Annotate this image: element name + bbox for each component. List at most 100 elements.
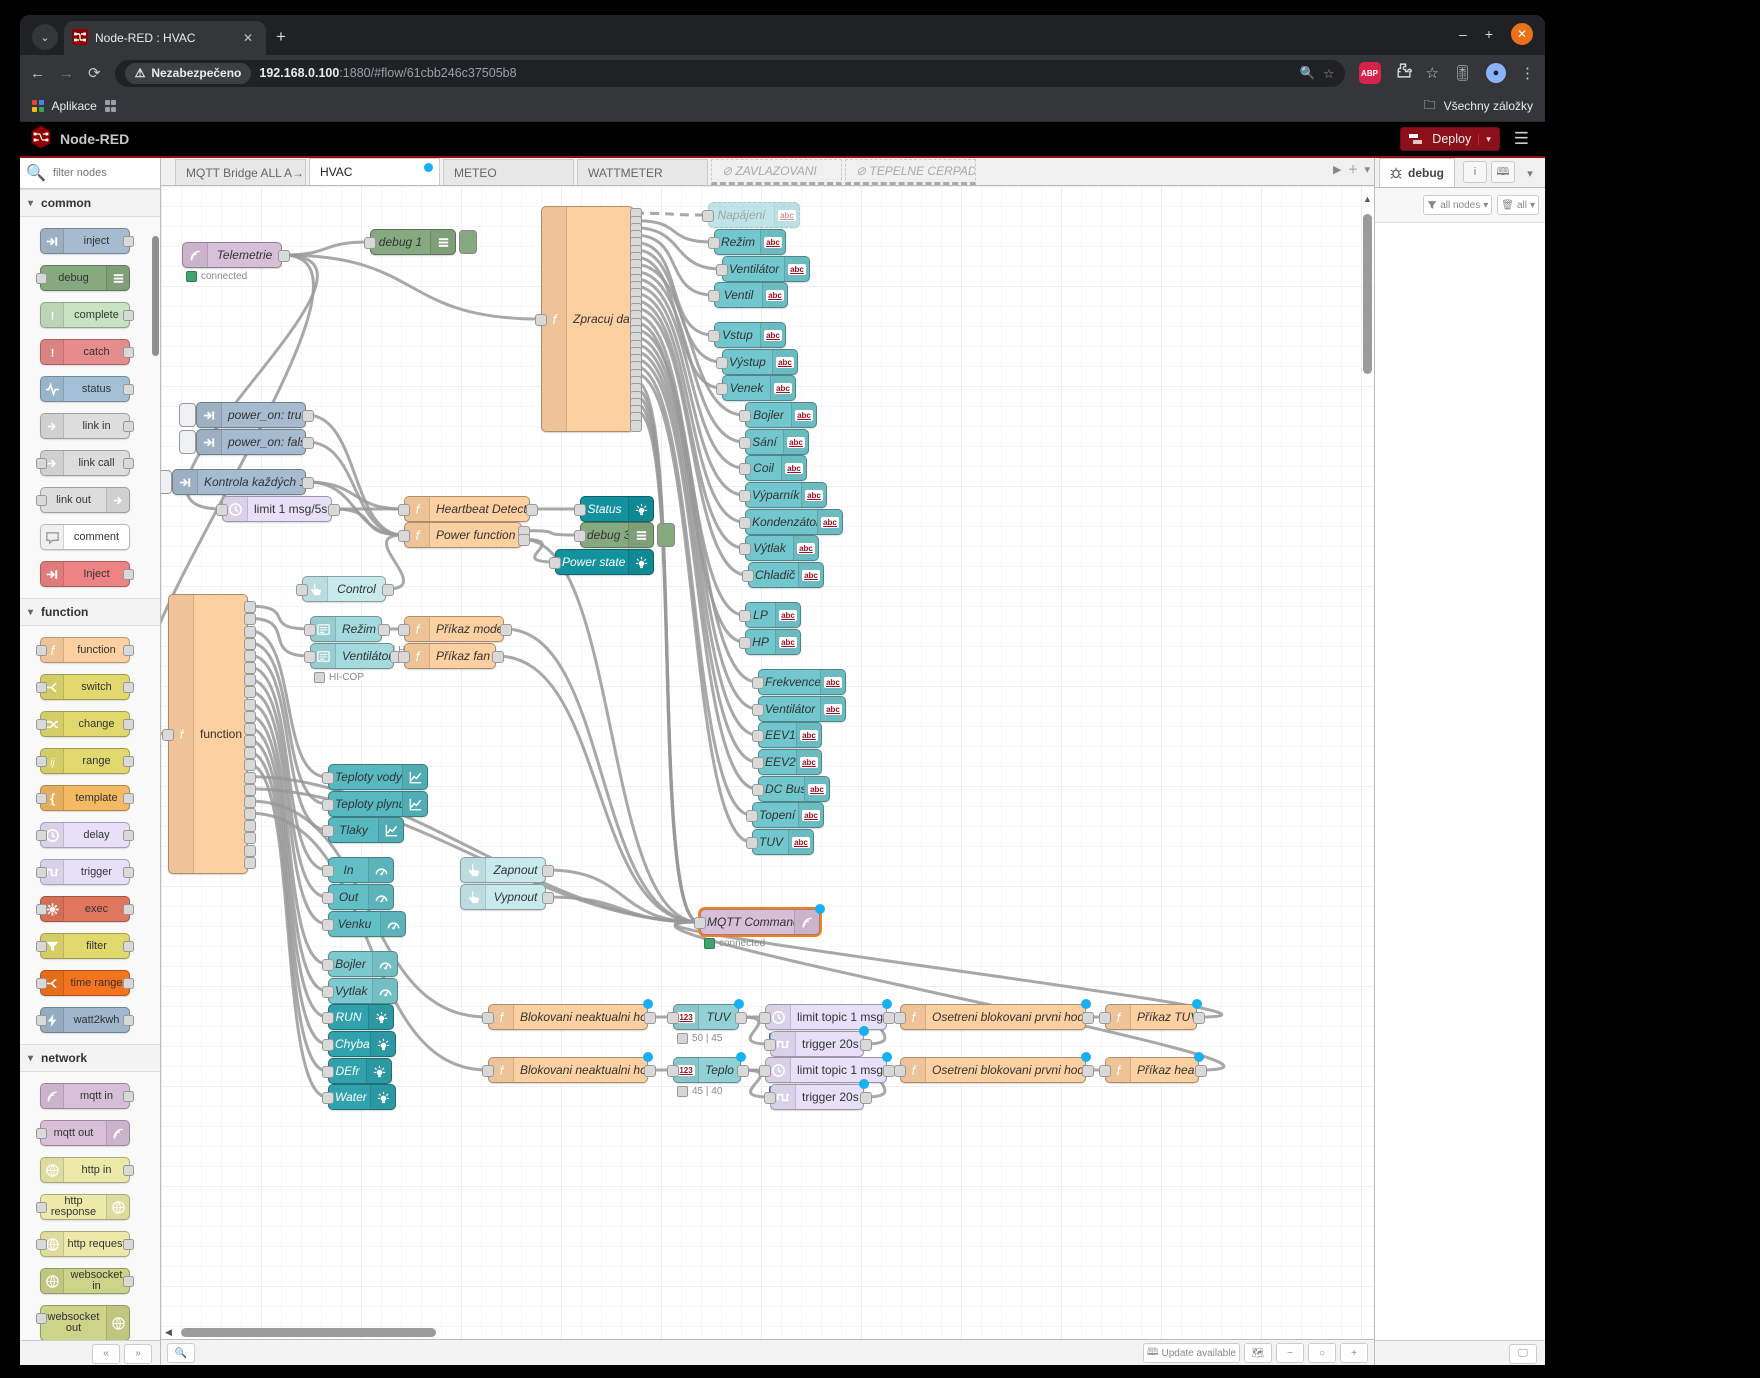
port-out[interactable] [123, 1165, 134, 1176]
port-out[interactable] [123, 941, 134, 952]
port-in-ing[interactable] [322, 865, 334, 877]
hamburger-menu-icon[interactable]: ☰ [1508, 129, 1535, 149]
port-out[interactable] [123, 682, 134, 693]
port-out[interactable] [123, 830, 134, 841]
flow-node-heartbeat[interactable]: fHeartbeat Detector [404, 496, 530, 522]
port-out-function1-3[interactable] [244, 638, 256, 650]
port-out-function1-8[interactable] [244, 699, 256, 711]
flow-node-vypnout[interactable]: Vypnout [460, 884, 546, 910]
debug-filter-button[interactable]: all nodes ▾ [1423, 195, 1492, 215]
port-out-vypnout-0[interactable] [542, 892, 554, 904]
port-out-function1-2[interactable] [244, 626, 256, 638]
port-out-function1-7[interactable] [244, 686, 256, 698]
palette-node-websocket-in[interactable]: websocket in [40, 1268, 130, 1294]
flow-node-vytlakt[interactable]: Výtlakabc [745, 535, 819, 561]
port-out-prikazfan-0[interactable] [492, 651, 504, 663]
flow-node-statusn[interactable]: Status [580, 496, 654, 522]
port-in-ventilator2[interactable] [752, 704, 764, 716]
flow-node-control[interactable]: Control [302, 576, 386, 602]
zoom-reset-button[interactable]: ○ [1308, 1343, 1336, 1363]
palette-node-link-out[interactable]: link out [40, 487, 130, 513]
port-in-sani[interactable] [739, 437, 751, 449]
port-in[interactable] [36, 1128, 47, 1139]
canvas-vscrollbar[interactable]: ▲ [1363, 188, 1372, 1327]
palette-collapse-button[interactable]: « [92, 1344, 120, 1364]
port-out[interactable] [123, 1239, 134, 1250]
port-out-function1-14[interactable] [244, 772, 256, 784]
port-out-limit1-0[interactable] [328, 504, 340, 516]
port-out-blok1-0[interactable] [644, 1012, 656, 1024]
port-out-function1-21[interactable] [244, 857, 256, 869]
port-in-rezimt[interactable] [708, 237, 720, 249]
sidebar-caret-icon[interactable]: ▾ [1519, 163, 1541, 183]
port-out[interactable] [123, 384, 134, 395]
media-controls-icon[interactable]: 🎚 [1453, 64, 1472, 82]
port-out[interactable] [123, 978, 134, 989]
port-in-eev2[interactable] [752, 757, 764, 769]
port-out[interactable] [123, 867, 134, 878]
port-in[interactable] [36, 830, 47, 841]
flow-node-debug1[interactable]: debug 1 [370, 229, 456, 255]
flow-node-telemetrie[interactable]: Telemetrie [182, 242, 282, 268]
flow-node-venkug[interactable]: Venku [328, 911, 406, 937]
port-in-ventilator1[interactable] [716, 264, 728, 276]
port-in-heartbeat[interactable] [398, 504, 410, 516]
tab-search-button[interactable]: ⌄ [32, 24, 58, 50]
canvas-hscrollbar[interactable]: ◀ [163, 1328, 1358, 1337]
flow-node-napajeni[interactable]: Napájeníabc [708, 202, 800, 228]
flow-node-prikazfan[interactable]: fPříkaz fan [404, 643, 496, 669]
port-in-blok1[interactable] [482, 1012, 494, 1024]
flow-list-button[interactable]: ▾ [1364, 163, 1370, 176]
sidebar-book-tab[interactable]: 🕮 [1491, 161, 1515, 183]
port-out-function1-0[interactable] [244, 601, 256, 613]
flow-node-prikazheat[interactable]: fPříkaz heat [1105, 1057, 1199, 1083]
flow-node-powerstate[interactable]: Power state [555, 549, 654, 575]
flow-node-mqttcmd[interactable]: MQTT Commands [700, 909, 820, 935]
flow-node-venek[interactable]: Venekabc [722, 375, 796, 401]
port-out-heartbeat-0[interactable] [526, 504, 538, 516]
window-maximize-button[interactable]: + [1485, 26, 1493, 42]
flow-node-runled[interactable]: RUN [328, 1004, 394, 1030]
flow-tab-zavlazovani[interactable]: ⊘ ZAVLAZOVANI [711, 159, 842, 185]
flow-node-ing[interactable]: In [328, 857, 394, 883]
back-icon[interactable]: ← [30, 65, 45, 82]
minimap-toggle-icon[interactable]: 🗺 [1244, 1343, 1272, 1363]
port-out[interactable] [123, 645, 134, 656]
port-out-function1-1[interactable] [244, 613, 256, 625]
flow-tab-meteo[interactable]: METEO [443, 159, 574, 185]
port-out[interactable] [123, 756, 134, 767]
flow-node-dcbus[interactable]: DC Busabc [758, 776, 830, 802]
port-out[interactable] [123, 793, 134, 804]
port-in[interactable] [36, 682, 47, 693]
port-out-trigger2-0[interactable] [860, 1092, 872, 1104]
flow-node-topeni[interactable]: Topeníabc [752, 802, 824, 828]
port-out-osetr1-0[interactable] [1082, 1012, 1094, 1024]
canvas-search-button[interactable]: 🔍 [167, 1343, 195, 1363]
port-in-runled[interactable] [322, 1012, 334, 1024]
port-in[interactable] [36, 1313, 47, 1324]
flow-node-vyparnik[interactable]: Výparníkabc [745, 482, 827, 508]
flow-node-trigger1[interactable]: trigger 20s [770, 1031, 864, 1057]
port-out-rezimdd-0[interactable] [378, 624, 390, 636]
flow-node-eev1[interactable]: EEV1abc [758, 722, 822, 748]
deploy-button[interactable]: Deploy ▾ [1400, 127, 1499, 151]
debug-toggle-debug1[interactable] [459, 230, 477, 254]
palette-node-catch[interactable]: !catch [40, 339, 130, 365]
port-out-zpracuj-29[interactable] [630, 420, 642, 432]
new-tab-button[interactable]: + [276, 27, 286, 47]
port-in-tvody[interactable] [322, 772, 334, 784]
port-in-hp[interactable] [739, 637, 751, 649]
debug-toggle-debug3[interactable] [657, 523, 675, 547]
palette-node-debug[interactable]: debug [40, 265, 130, 291]
palette-node-link-in[interactable]: link in [40, 413, 130, 439]
kebab-menu-icon[interactable]: ⋮ [1520, 64, 1535, 82]
flow-node-tuv123[interactable]: 123TUV [673, 1004, 739, 1030]
palette-node-http-response[interactable]: http response [40, 1194, 130, 1220]
flow-node-powerfn[interactable]: fPower function [404, 522, 522, 548]
port-in[interactable] [36, 756, 47, 767]
port-in-chybaled[interactable] [322, 1039, 334, 1051]
window-minimize-button[interactable]: – [1459, 26, 1467, 42]
tab-close-icon[interactable]: ✕ [238, 29, 258, 47]
port-out-osetr2-0[interactable] [1082, 1065, 1094, 1077]
palette-node-template[interactable]: {template [40, 785, 130, 811]
